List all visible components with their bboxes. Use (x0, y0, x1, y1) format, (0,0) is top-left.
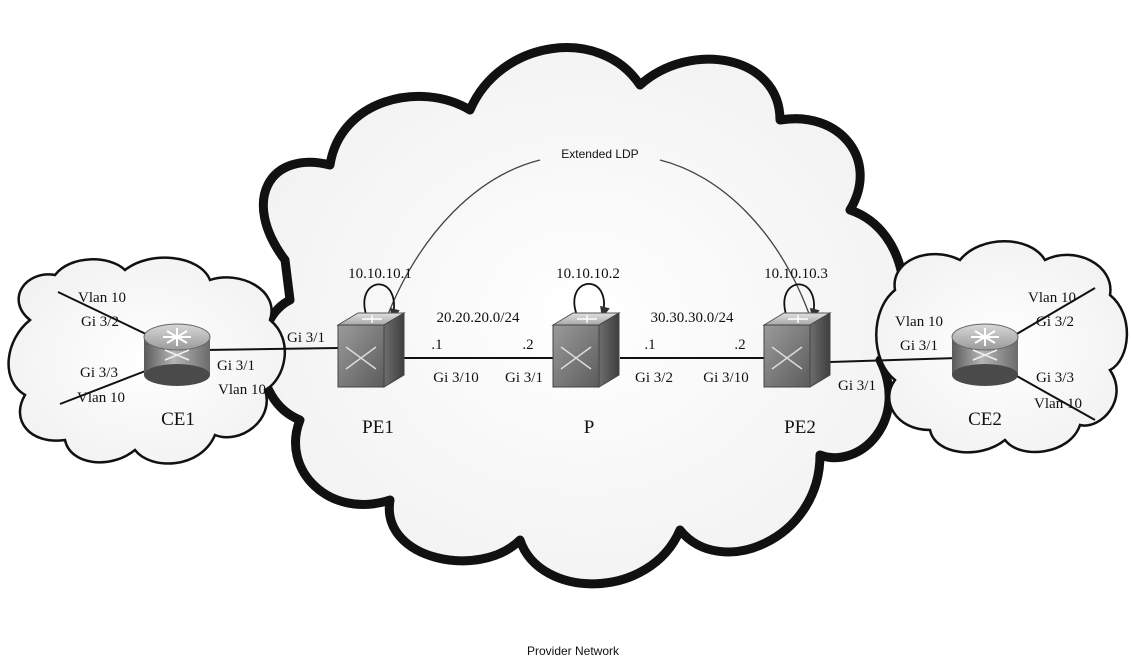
pe2-ce-port-label: Gi 3/1 (838, 378, 876, 394)
extended-ldp-label: Extended LDP (561, 147, 638, 161)
pe1-loopback-label: 10.10.10.1 (348, 266, 412, 282)
provider-network-label: Provider Network (527, 644, 620, 658)
pe1-ce-port-label: Gi 3/1 (287, 330, 325, 346)
link-pe2-ce2 (829, 357, 959, 363)
ce2-vlan-top-label: Vlan 10 (1028, 290, 1076, 306)
ce1-vlan-top-label: Vlan 10 (78, 290, 126, 306)
ce2-router-icon[interactable] (951, 323, 1019, 386)
p-left-port-label: Gi 3/1 (505, 370, 543, 386)
pe2-label: PE2 (784, 417, 816, 438)
subnet-p-pe2-label: 30.30.30.0/24 (651, 310, 734, 326)
ce1-uplink-port-label: Gi 3/1 (217, 358, 255, 374)
ce1-port-bottom-label: Gi 3/3 (80, 365, 118, 381)
host-id-p-left: .2 (522, 337, 533, 353)
links (57, 287, 1096, 421)
ce1-vlan-link-top (57, 291, 149, 336)
p-switch-icon[interactable] (551, 312, 621, 388)
ce1-vlan-bottom-label: Vlan 10 (77, 390, 125, 406)
ce1-router-icon[interactable] (143, 323, 211, 386)
pe1-label: PE1 (362, 417, 394, 438)
ce2-port-bottom-label: Gi 3/3 (1036, 370, 1074, 386)
pe1-switch-icon[interactable] (336, 312, 406, 388)
subnet-pe1-p-label: 20.20.20.0/24 (437, 310, 520, 326)
p-right-port-label: Gi 3/2 (635, 370, 673, 386)
extended-ldp-session (384, 159, 813, 323)
pe2-switch-icon[interactable] (762, 312, 832, 388)
host-id-pe2: .2 (734, 337, 745, 353)
ce2-vlan-link-bottom (1014, 374, 1096, 421)
pe2-core-port-label: Gi 3/10 (703, 370, 748, 386)
ce2-uplink-port-label: Gi 3/1 (900, 338, 938, 354)
loopback-arrows (363, 283, 820, 321)
ce2-port-top-label: Gi 3/2 (1036, 314, 1074, 330)
link-ce1-pe1 (204, 347, 339, 351)
ce2-vlan-link-top (1014, 287, 1096, 336)
ce2-label: CE2 (968, 409, 1002, 430)
p-loopback-label: 10.10.10.2 (556, 266, 620, 282)
pe2-loopback-label: 10.10.10.3 (764, 266, 828, 282)
p-label: P (584, 417, 595, 438)
host-id-pe1: .1 (431, 337, 442, 353)
ce2-vlan-bottom-label: Vlan 10 (1034, 396, 1082, 412)
ce1-uplink-vlan-label: Vlan 10 (218, 382, 266, 398)
ce1-vlan-link-bottom (59, 369, 149, 405)
pe1-core-port-label: Gi 3/10 (433, 370, 478, 386)
ce1-port-top-label: Gi 3/2 (81, 314, 119, 330)
host-id-p-right: .1 (644, 337, 655, 353)
ce1-label: CE1 (161, 409, 195, 430)
ce2-uplink-vlan-label: Vlan 10 (895, 314, 943, 330)
